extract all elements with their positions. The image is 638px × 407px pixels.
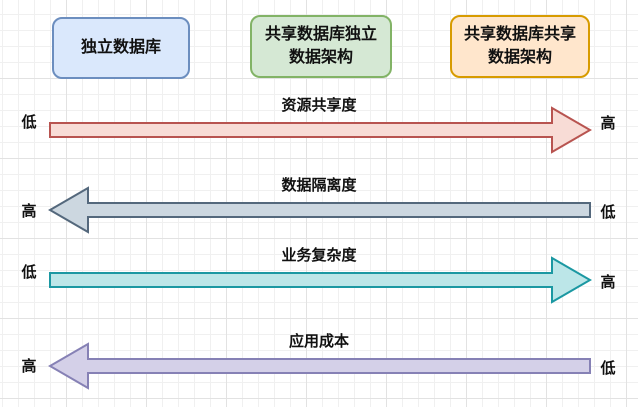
- arrow-label-data-isolation: 数据隔离度: [281, 177, 357, 194]
- arrow-right-end-label: 高: [600, 115, 616, 132]
- arrow-label-resource-sharing: 资源共享度: [281, 97, 357, 114]
- arrow-right-resource-sharing: [49, 106, 592, 154]
- box-label: 独立数据库: [80, 38, 161, 56]
- arrow-left-end-label: 低: [21, 114, 37, 131]
- box-label: 共享数据库共享数据架构: [463, 26, 576, 66]
- arrow-shape: [48, 186, 591, 234]
- arrow-shape: [48, 342, 591, 390]
- arrow-shape: [49, 256, 592, 304]
- arrow-label-business-complexity: 业务复杂度: [281, 247, 357, 264]
- arrow-left-end-label: 低: [21, 264, 37, 281]
- arrow-right-end-label: 低: [600, 204, 616, 221]
- arrow-label-application-cost: 应用成本: [288, 333, 349, 350]
- arrow-right-end-label: 高: [600, 274, 616, 291]
- box-shared-db-shared-schema: 共享数据库共享数据架构: [450, 15, 590, 78]
- arrow-shape: [49, 106, 592, 154]
- arrow-right-business-complexity: [49, 256, 592, 304]
- arrow-left-data-isolation: [48, 186, 591, 234]
- box-label: 共享数据库独立数据架构: [264, 26, 377, 66]
- arrow-left-application-cost: [48, 342, 591, 390]
- arrow-left-end-label: 高: [21, 203, 37, 220]
- arrow-left-end-label: 高: [21, 358, 37, 375]
- arrow-right-end-label: 低: [600, 360, 616, 377]
- box-independent-database: 独立数据库: [52, 17, 190, 79]
- box-shared-db-independent-schema: 共享数据库独立数据架构: [250, 15, 392, 78]
